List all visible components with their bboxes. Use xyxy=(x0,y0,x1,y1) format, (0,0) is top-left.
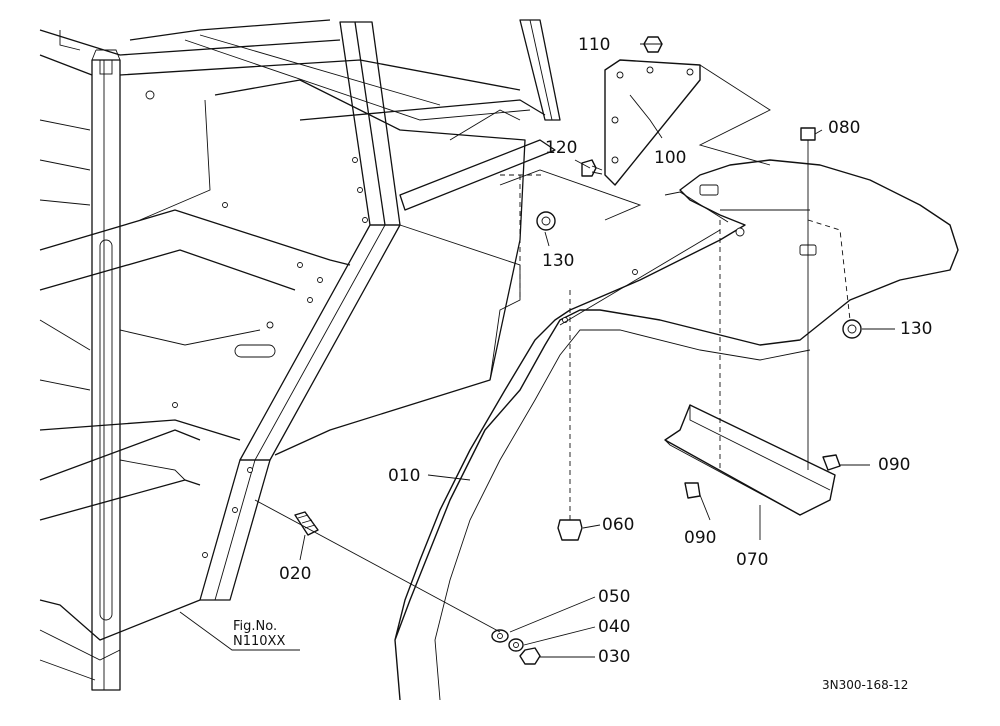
callout-010: 010 xyxy=(388,466,421,486)
figure-id: N110XX xyxy=(233,633,286,649)
callout-090-left: 090 xyxy=(684,528,717,548)
drawing-code: 3N300-168-12 xyxy=(822,678,909,692)
bracket-100 xyxy=(604,59,701,186)
callout-050: 050 xyxy=(598,587,631,607)
callout-120: 120 xyxy=(545,138,578,158)
callout-060: 060 xyxy=(602,515,635,535)
callout-070: 070 xyxy=(736,550,769,570)
callout-080: 080 xyxy=(828,118,861,138)
callout-130-right: 130 xyxy=(900,319,933,339)
callout-130-upper: 130 xyxy=(542,251,575,271)
callout-090-right: 090 xyxy=(878,455,911,475)
leader-lines xyxy=(179,43,895,658)
fasteners xyxy=(294,36,862,665)
callout-040: 040 xyxy=(598,617,631,637)
plate-070 xyxy=(664,404,836,516)
callout-020: 020 xyxy=(279,564,312,584)
callout-100: 100 xyxy=(654,148,687,168)
figure-label: Fig.No. xyxy=(233,619,278,634)
callout-110: 110 xyxy=(578,35,611,55)
chassis-frame xyxy=(39,19,561,691)
callout-030: 030 xyxy=(598,647,631,667)
figure-number: Fig.No. N110XX xyxy=(233,619,286,650)
assembly-lines xyxy=(254,64,851,633)
fender-010 xyxy=(394,159,959,701)
